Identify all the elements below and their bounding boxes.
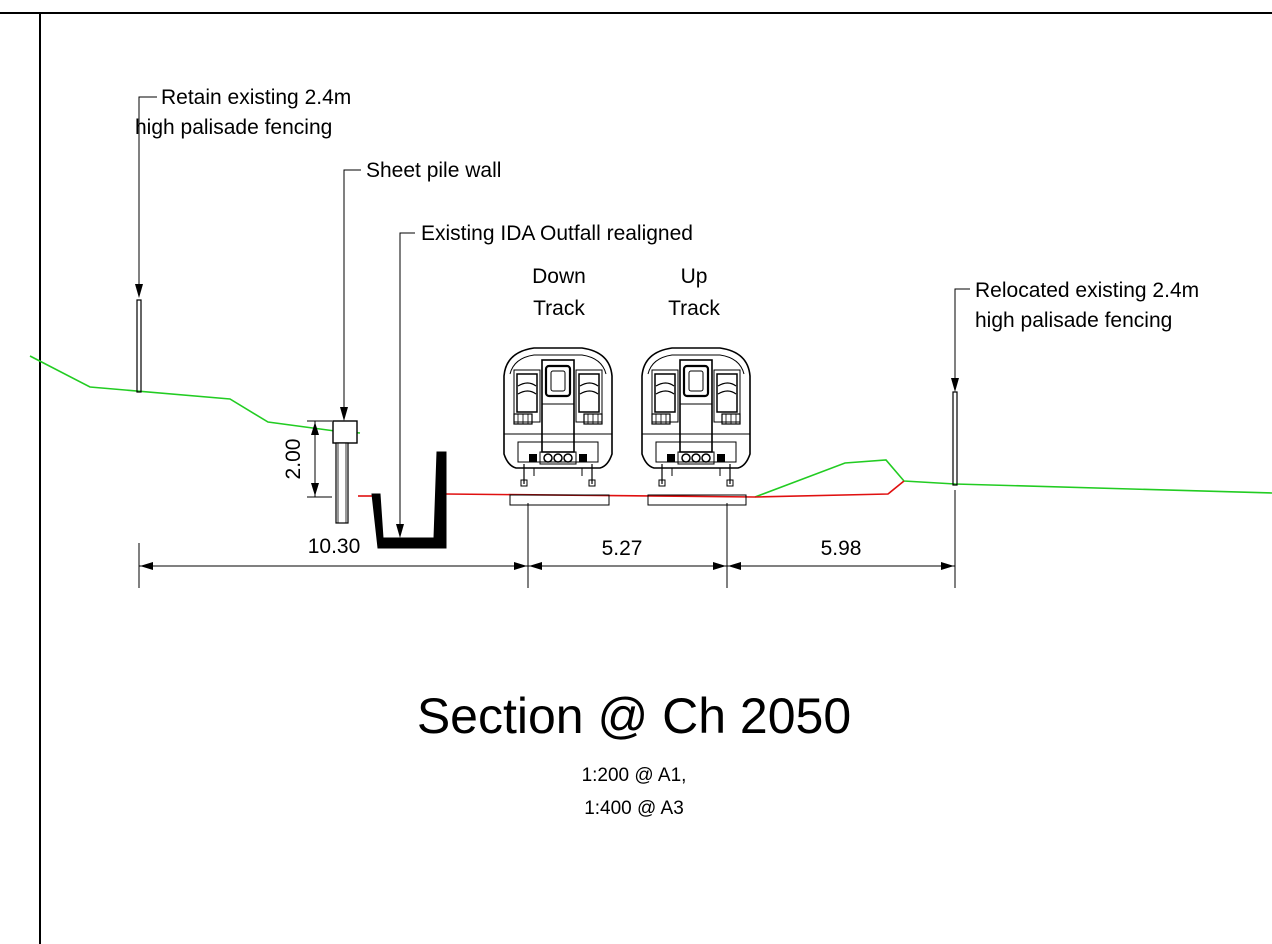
right-palisade-fence xyxy=(952,391,958,486)
right-offset-value: 5.98 xyxy=(821,537,862,560)
up-track-label-line2: Track xyxy=(668,297,720,320)
sheet-pile-label: Sheet pile wall xyxy=(366,159,501,182)
existing-ground-line-right xyxy=(754,459,1272,498)
outfall-leader xyxy=(396,232,415,538)
up-track-label-line1: Up xyxy=(681,265,708,288)
left-palisade-fence xyxy=(136,299,142,393)
sheet-pile-wall xyxy=(332,420,358,524)
relocated-fence-label-line2: high palisade fencing xyxy=(975,309,1172,332)
down-track-label-line2: Track xyxy=(533,297,585,320)
retain-fence-label-line1: Retain existing 2.4m xyxy=(161,86,351,109)
up-track-sleeper xyxy=(647,494,747,506)
sheet-pile-leader xyxy=(340,169,361,421)
section-title: Section @ Ch 2050 xyxy=(417,688,851,744)
relocated-fence-label-line1: Relocated existing 2.4m xyxy=(975,279,1199,302)
scale-a1: 1:200 @ A1, xyxy=(582,765,687,786)
outfall-channel xyxy=(371,451,447,549)
wall-height-dimension xyxy=(307,420,332,498)
retain-fence-leader xyxy=(135,96,157,298)
left-offset-value: 10.30 xyxy=(308,535,361,558)
wall-height-value: 2.00 xyxy=(282,439,305,480)
down-track-label-line1: Down xyxy=(532,265,586,288)
scale-a3: 1:400 @ A3 xyxy=(584,798,684,819)
up-track-train xyxy=(640,346,752,488)
horizontal-dimension-string xyxy=(138,490,956,588)
down-track-train xyxy=(502,346,614,488)
outfall-label: Existing IDA Outfall realigned xyxy=(421,222,693,245)
relocated-fence-leader xyxy=(951,288,970,392)
down-track-sleeper xyxy=(509,494,610,506)
retain-fence-label-line2: high palisade fencing xyxy=(135,116,332,139)
track-spacing-value: 5.27 xyxy=(602,537,643,560)
